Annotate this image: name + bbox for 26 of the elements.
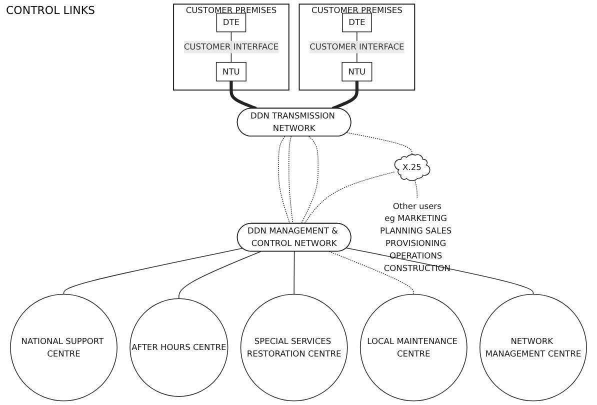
edge-label: CUSTOMER INTERFACE — [184, 42, 279, 52]
connector — [300, 136, 318, 224]
connector — [278, 136, 290, 224]
connector — [63, 248, 243, 295]
connector — [288, 136, 294, 224]
node-circle: LOCAL MAINTENANCE CENTRE — [360, 294, 468, 402]
node-circle: NATIONAL SUPPORT CENTRE — [10, 294, 118, 402]
node-text: Other users eg MARKETING PLANNING SALES PROVISIONING OPERATIONS CONSTRUCTION — [380, 201, 452, 273]
edge-label: CUSTOMER INTERFACE — [310, 42, 404, 52]
connector — [294, 251, 295, 295]
connector — [328, 251, 414, 295]
connector — [414, 180, 418, 199]
note-text: CONTROL LINKS — [6, 4, 96, 17]
connector — [230, 80, 257, 110]
node-circle: AFTER HOURS CENTRE — [130, 298, 228, 397]
connector — [178, 251, 262, 300]
node-box: DTE — [216, 12, 246, 32]
node-circle: NETWORK MANAGEMENT CENTRE — [480, 294, 587, 402]
connector — [304, 172, 395, 224]
node-circle: SPECIAL SERVICES RESTORATION CENTRE — [240, 294, 348, 402]
node-box: DTE — [342, 12, 372, 32]
connector — [346, 248, 534, 295]
connector — [332, 80, 358, 110]
node-box: NTU — [216, 62, 246, 82]
connector — [346, 132, 412, 155]
node-box: NTU — [342, 62, 372, 82]
